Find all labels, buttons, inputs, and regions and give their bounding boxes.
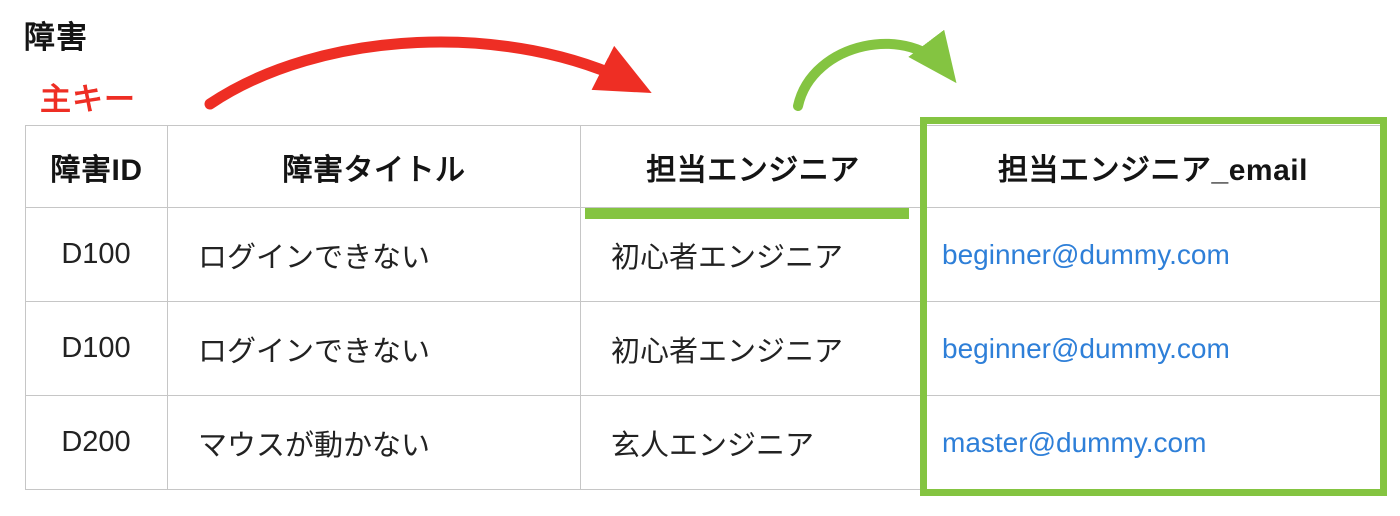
green-curved-arrow-icon [793, 29, 957, 111]
cell-incident-title: ログインできない [167, 207, 581, 302]
cell-engineer: 玄人エンジニア [580, 395, 926, 490]
cell-engineer-email: beginner@dummy.com [925, 207, 1381, 302]
cell-incident-id: D200 [25, 395, 168, 490]
cell-engineer-email: master@dummy.com [925, 395, 1381, 490]
table-title: 障害 [24, 20, 88, 55]
cell-incident-title: ログインできない [167, 301, 581, 396]
column-header-incident-id: 障害ID [25, 125, 168, 208]
column-header-incident-title: 障害タイトル [167, 125, 581, 208]
engineer-column-highlight-underline [585, 208, 909, 219]
red-curved-arrow-icon [204, 36, 652, 110]
cell-engineer: 初心者エンジニア [580, 207, 926, 302]
primary-key-label: 主キー [40, 82, 136, 117]
column-header-engineer-email: 担当エンジニア_email [925, 125, 1381, 208]
cell-incident-title: マウスが動かない [167, 395, 581, 490]
cell-engineer: 初心者エンジニア [580, 301, 926, 396]
incident-table: 障害ID 障害タイトル 担当エンジニア 担当エンジニア_email D100 ロ… [25, 125, 1381, 490]
column-header-engineer: 担当エンジニア [580, 125, 926, 208]
header-row: 障害ID 障害タイトル 担当エンジニア 担当エンジニア_email [25, 125, 1381, 208]
table-row: D200 マウスが動かない 玄人エンジニア master@dummy.com [25, 395, 1381, 490]
table-row: D100 ログインできない 初心者エンジニア beginner@dummy.co… [25, 207, 1381, 302]
table-row: D100 ログインできない 初心者エンジニア beginner@dummy.co… [25, 301, 1381, 396]
cell-engineer-email: beginner@dummy.com [925, 301, 1381, 396]
cell-incident-id: D100 [25, 207, 168, 302]
cell-incident-id: D100 [25, 301, 168, 396]
